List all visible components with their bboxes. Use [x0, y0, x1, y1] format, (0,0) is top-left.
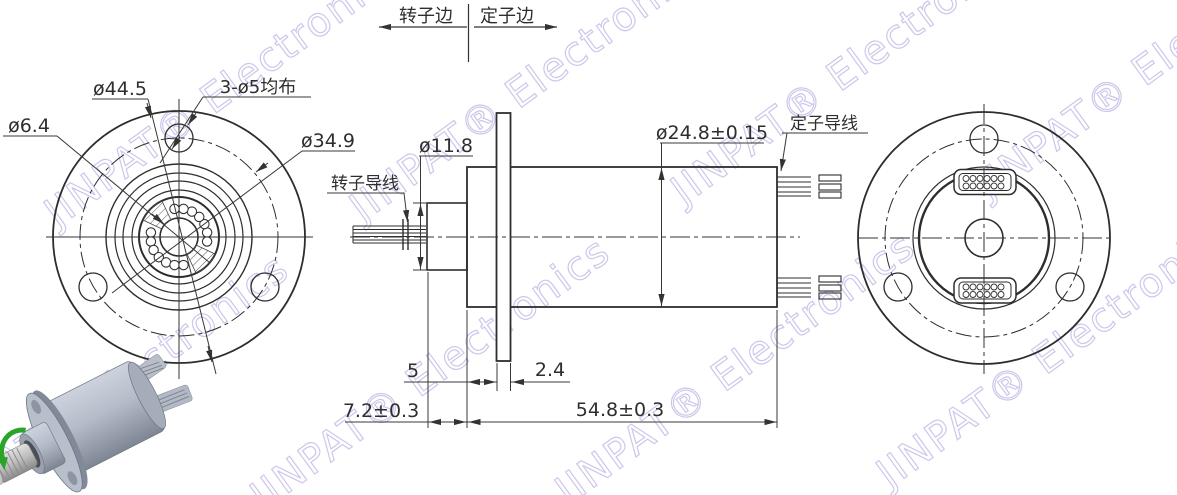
stator-connector-bottom — [953, 277, 1017, 304]
rotation-arrow — [0, 427, 26, 471]
mount-hole — [883, 272, 913, 302]
front-centerlines — [46, 99, 313, 379]
label-stator-leads: 定子导线 — [790, 114, 858, 134]
dim-body-length: 54.8±0.3 — [576, 399, 664, 421]
flange-hole-3d — [31, 399, 42, 414]
flange-hole-3d — [67, 471, 78, 486]
front-view-leaders — [3, 96, 355, 375]
stator-connector-top — [953, 168, 1017, 196]
mount-hole — [1055, 272, 1085, 302]
stator-lead-wires — [777, 174, 842, 300]
stator-side-label: 定子边 — [480, 6, 534, 27]
label-rotor-leads: 转子导线 — [331, 174, 399, 194]
mount-hole — [250, 272, 280, 302]
dim-mount-holes: 3-ø5均布 — [220, 77, 296, 98]
dim-boss-length: 7.2±0.3 — [343, 400, 419, 422]
side-indicator — [379, 4, 557, 62]
bearing-balls — [145, 203, 213, 271]
dim-bore: ø6.4 — [8, 115, 50, 137]
side-view: 转子导线 定子导线 ø11.8 ø24.8±0.15 5 2.4 7.2±0.3… — [327, 112, 868, 428]
rotor-side-label: 转子边 — [399, 6, 453, 27]
dim-bolt-circle: ø34.9 — [301, 130, 355, 152]
body-endcap-3d — [127, 361, 166, 429]
bearing-hatch — [142, 200, 172, 230]
dim-boss-od: ø11.8 — [419, 135, 473, 157]
rear-centerlines — [858, 104, 1114, 374]
dim-body-od: ø24.8±0.15 — [656, 122, 768, 144]
rotor-wire-bundle-3d — [0, 443, 38, 483]
front-view: ø44.5 3-ø5均布 ø6.4 ø34.9 — [3, 77, 355, 379]
rear-view — [857, 104, 1114, 374]
dim-flange-thickness: 2.4 — [535, 359, 565, 381]
product-photo — [0, 354, 193, 493]
dim-step: 5 — [407, 360, 419, 382]
bearing-hatch — [186, 244, 216, 274]
side-view-dimensions — [327, 132, 868, 428]
mount-hole — [78, 272, 108, 302]
dim-flange-od: ø44.5 — [93, 78, 147, 100]
